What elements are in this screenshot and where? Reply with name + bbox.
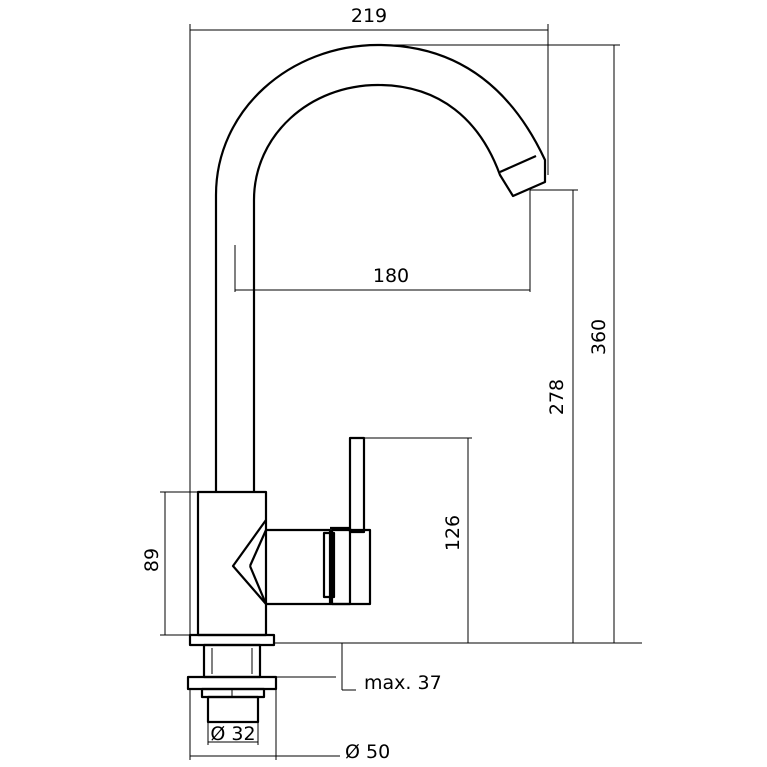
faucet-outline — [186, 43, 547, 724]
nut-flange — [186, 675, 278, 691]
base-plate — [188, 633, 276, 647]
label-278: 278 — [546, 379, 568, 415]
cone-line-2 — [248, 565, 268, 605]
lever-ring — [322, 531, 336, 599]
label-219: 219 — [351, 5, 387, 27]
label-max-37: max. 37 — [364, 672, 442, 694]
shank-lower — [206, 695, 260, 724]
label-diameter-32: Ø 32 — [210, 723, 255, 745]
dimension-lines — [160, 24, 642, 760]
lever-handle — [348, 436, 366, 534]
faucet-body — [196, 490, 268, 637]
label-180: 180 — [373, 265, 409, 287]
lever-joint — [231, 519, 332, 606]
aerator-line — [499, 154, 537, 174]
label-126: 126 — [442, 515, 464, 551]
dimension-labels: 219 180 360 278 126 89 max. 37 Ø 32 Ø 50 — [141, 5, 610, 763]
label-360: 360 — [588, 319, 610, 355]
nut-washer — [200, 687, 266, 699]
spout — [214, 43, 547, 492]
cone-line — [248, 529, 268, 567]
label-diameter-50: Ø 50 — [345, 741, 390, 763]
label-89: 89 — [141, 548, 163, 572]
